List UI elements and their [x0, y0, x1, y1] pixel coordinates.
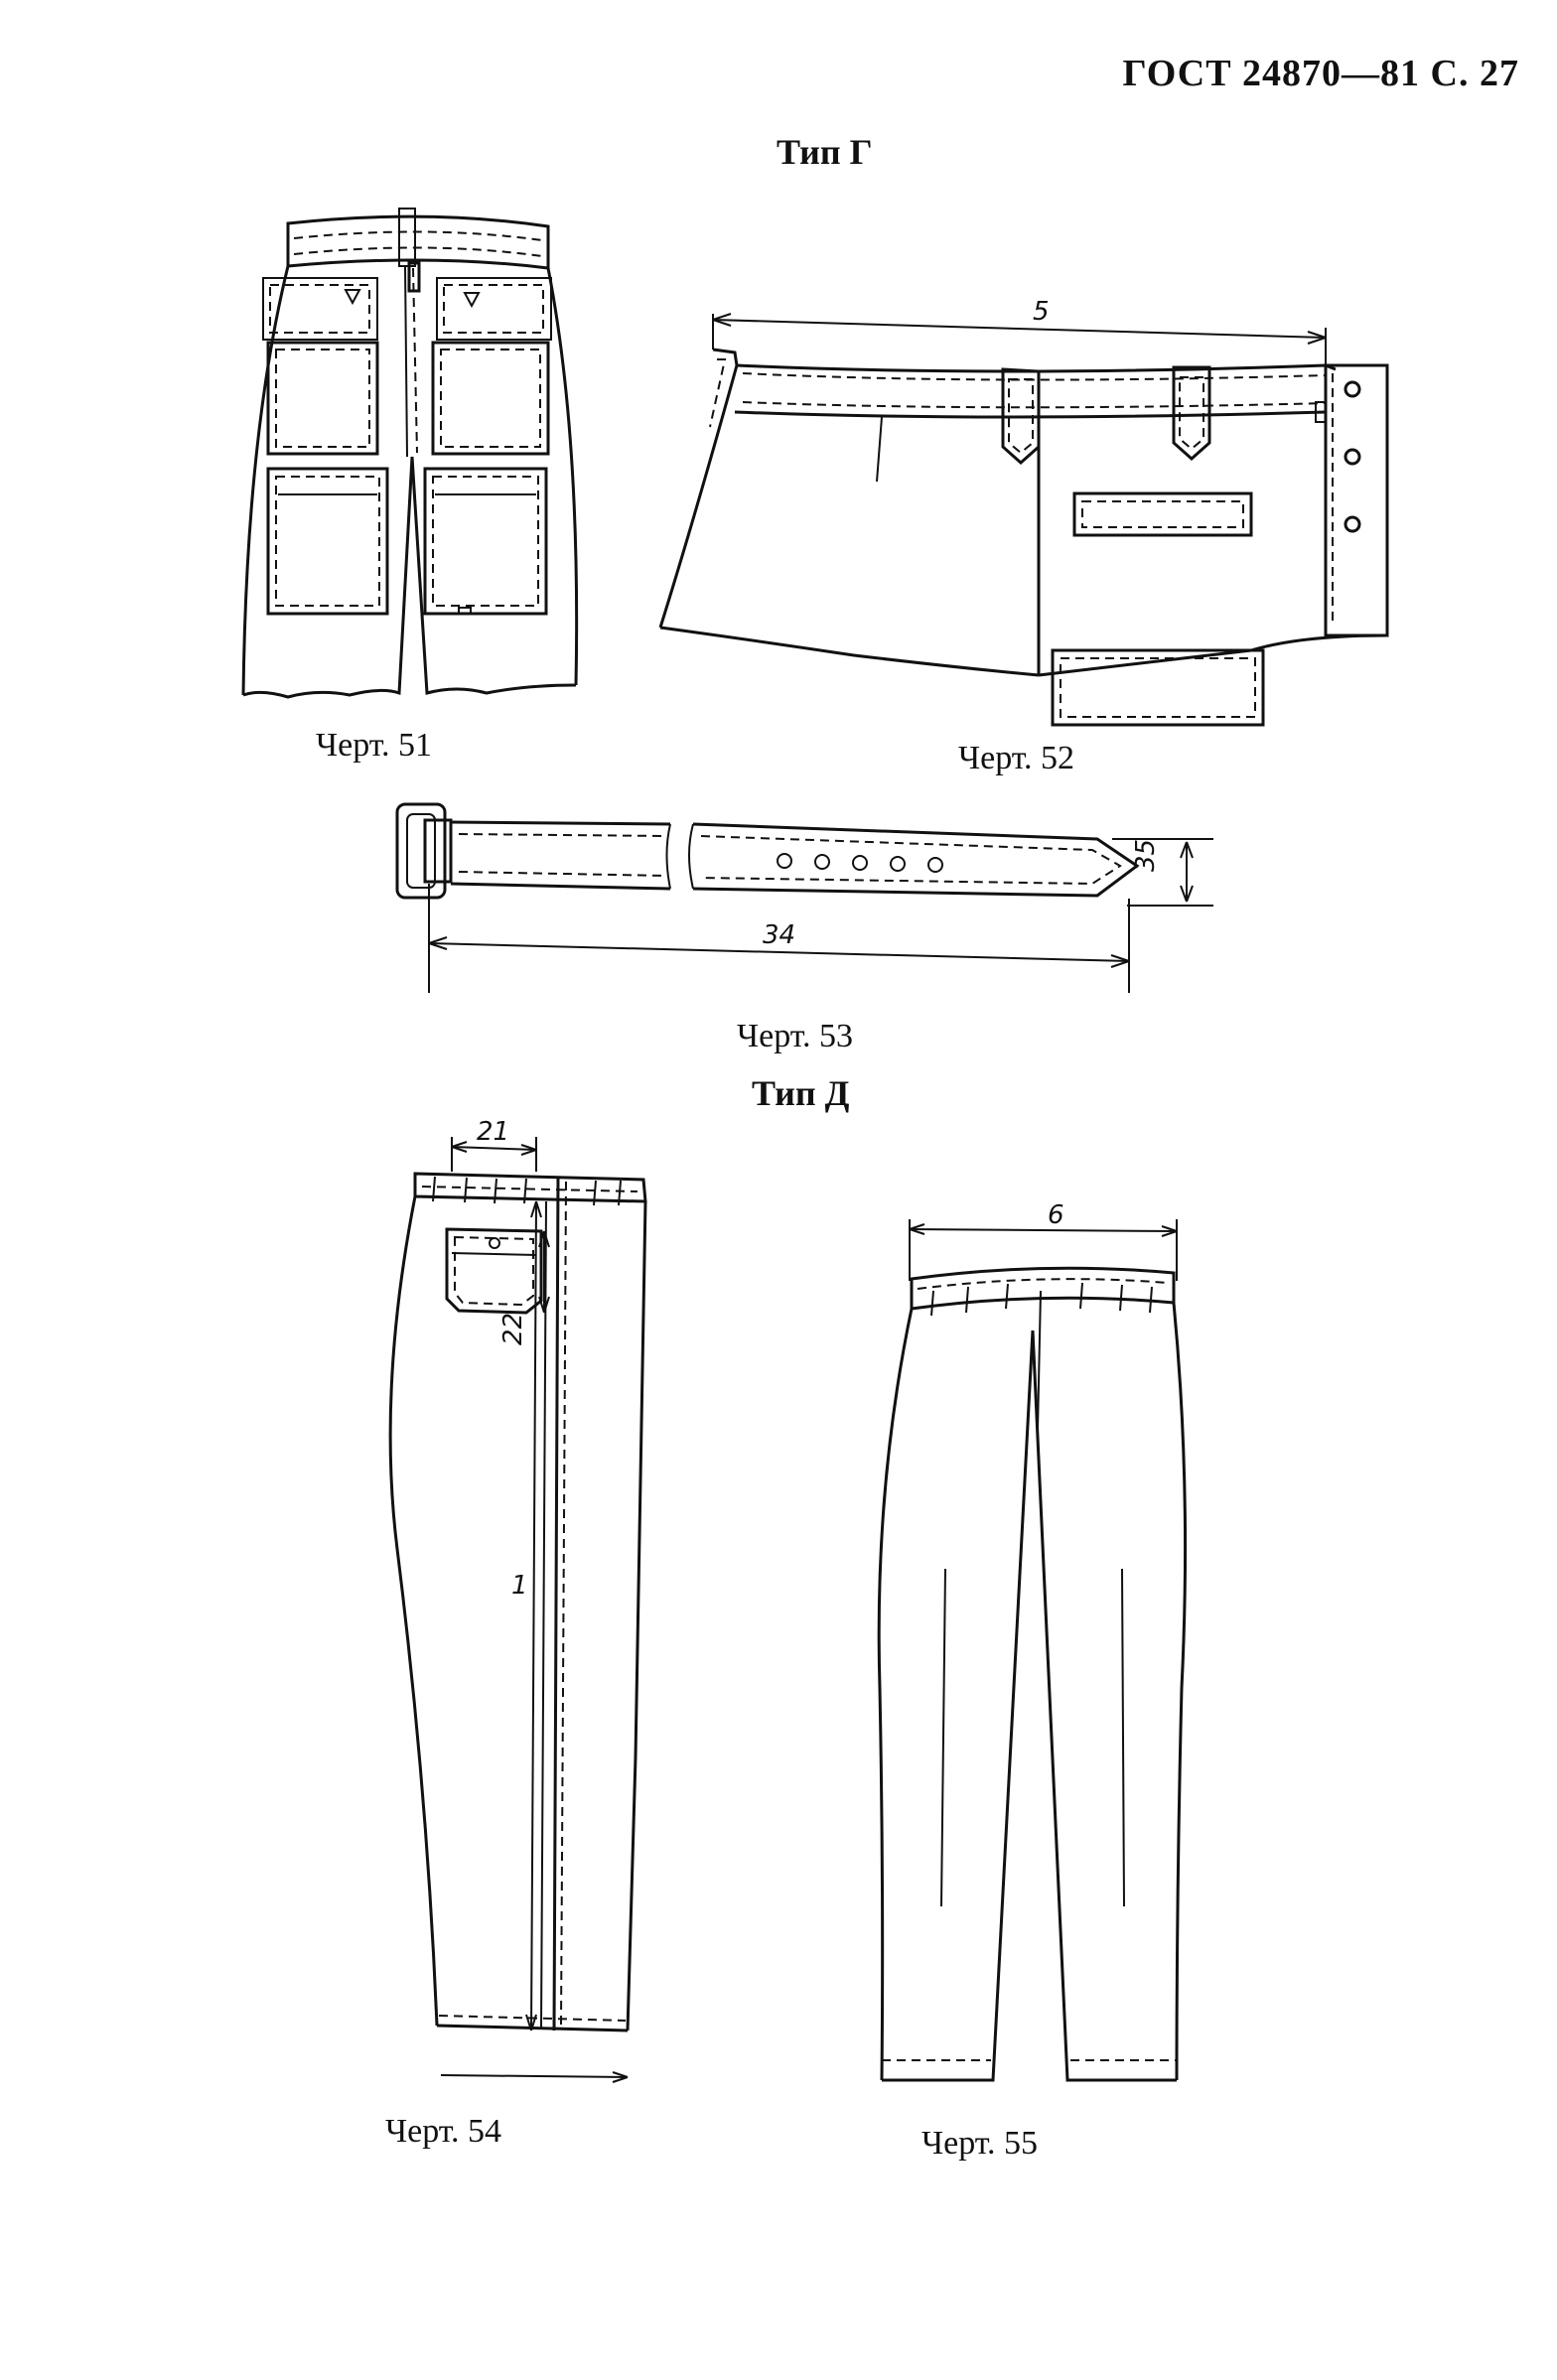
dim-label-22: 22 — [498, 1313, 528, 1345]
drawing-fig-53-belt: 35 34 — [395, 802, 1213, 993]
dim-label-34: 34 — [763, 920, 795, 950]
caption-fig-54: Черт. 54 — [385, 2113, 502, 2150]
page-header: ГОСТ 24870—81 С. 27 — [1122, 53, 1519, 94]
section-title-type-g: Тип Г — [777, 132, 873, 172]
caption-fig-53: Черт. 53 — [737, 1018, 854, 1054]
dim-label-35: 35 — [1131, 839, 1161, 872]
section-title-type-d: Тип Д — [752, 1073, 850, 1113]
dim-label-6: 6 — [1048, 1200, 1064, 1230]
caption-fig-52: Черт. 52 — [958, 740, 1075, 776]
dim-label-1: 1 — [511, 1571, 528, 1601]
drawing-fig-54-trousers-side: 21 22 1 — [388, 1117, 647, 2083]
drawing-fig-55-trousers-front: 6 — [877, 1200, 1188, 2082]
caption-fig-55: Черт. 55 — [921, 2125, 1039, 2162]
caption-fig-51: Черт. 51 — [316, 727, 433, 764]
dim-label-5: 5 — [1033, 297, 1050, 327]
dim-label-21: 21 — [477, 1117, 509, 1147]
drawing-fig-51-shorts — [241, 208, 579, 699]
drawing-fig-52-waistband: 5 — [658, 297, 1389, 727]
